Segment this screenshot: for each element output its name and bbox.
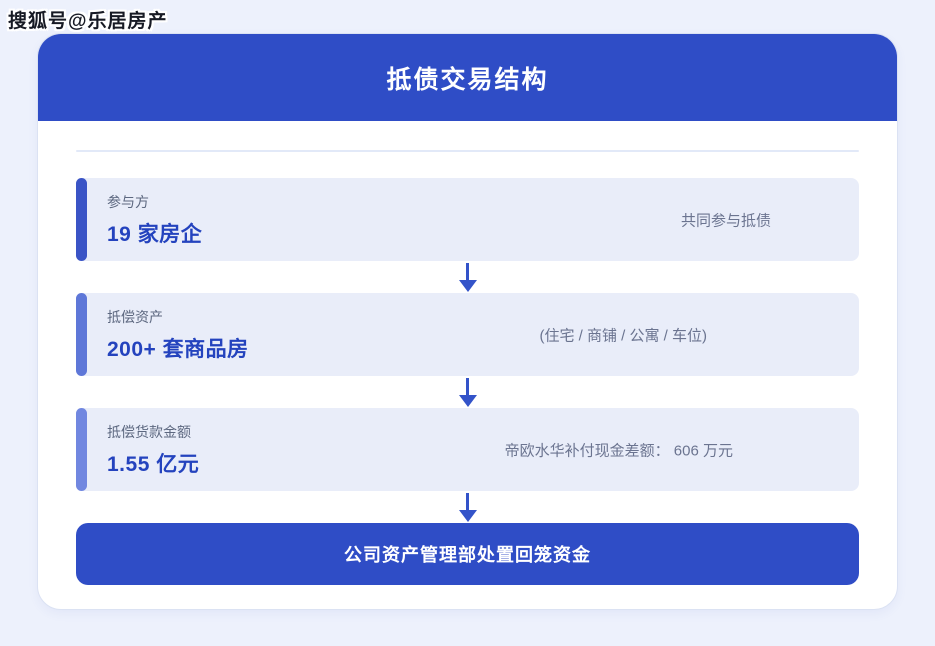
- step-value: 200+ 套商品房: [107, 337, 249, 361]
- step-participants: 参与方 19 家房企 共同参与抵债: [76, 178, 859, 261]
- result-node: 公司资产管理部处置回笼资金: [76, 523, 859, 585]
- result-label: 公司资产管理部处置回笼资金: [344, 545, 591, 565]
- diagram-card: 抵债交易结构 参与方 19 家房企 共同参与抵债 抵偿资产 200+ 套商品房 …: [37, 33, 898, 610]
- step-label: 抵偿货款金额: [107, 423, 191, 440]
- step-note: 共同参与抵债: [680, 212, 771, 229]
- step-accent-bar: [76, 408, 87, 491]
- step-note: 帝欧水华补付现金差额： 606 万元: [504, 442, 733, 459]
- diagram-body: 参与方 19 家房企 共同参与抵债 抵偿资产 200+ 套商品房 (住宅 / 商…: [38, 121, 897, 609]
- step-accent-bar: [76, 293, 87, 376]
- down-arrow-icon: [76, 261, 859, 293]
- step-label: 参与方: [107, 193, 149, 210]
- watermark-account: 搜狐号@乐居房产: [8, 11, 168, 32]
- diagram-header: 抵债交易结构: [38, 34, 897, 121]
- step-assets: 抵偿资产 200+ 套商品房 (住宅 / 商铺 / 公寓 / 车位): [76, 293, 859, 376]
- step-note: (住宅 / 商铺 / 公寓 / 车位): [539, 327, 708, 344]
- down-arrow-icon: [76, 376, 859, 408]
- step-value: 1.55 亿元: [107, 452, 200, 476]
- step-accent-bar: [76, 178, 87, 261]
- diagram-title: 抵债交易结构: [386, 65, 549, 94]
- step-value: 19 家房企: [107, 222, 203, 246]
- step-amount: 抵偿货款金额 1.55 亿元 帝欧水华补付现金差额： 606 万元: [76, 408, 859, 491]
- step-label: 抵偿资产: [107, 308, 163, 325]
- header-divider: [76, 150, 859, 152]
- down-arrow-icon: [76, 491, 859, 523]
